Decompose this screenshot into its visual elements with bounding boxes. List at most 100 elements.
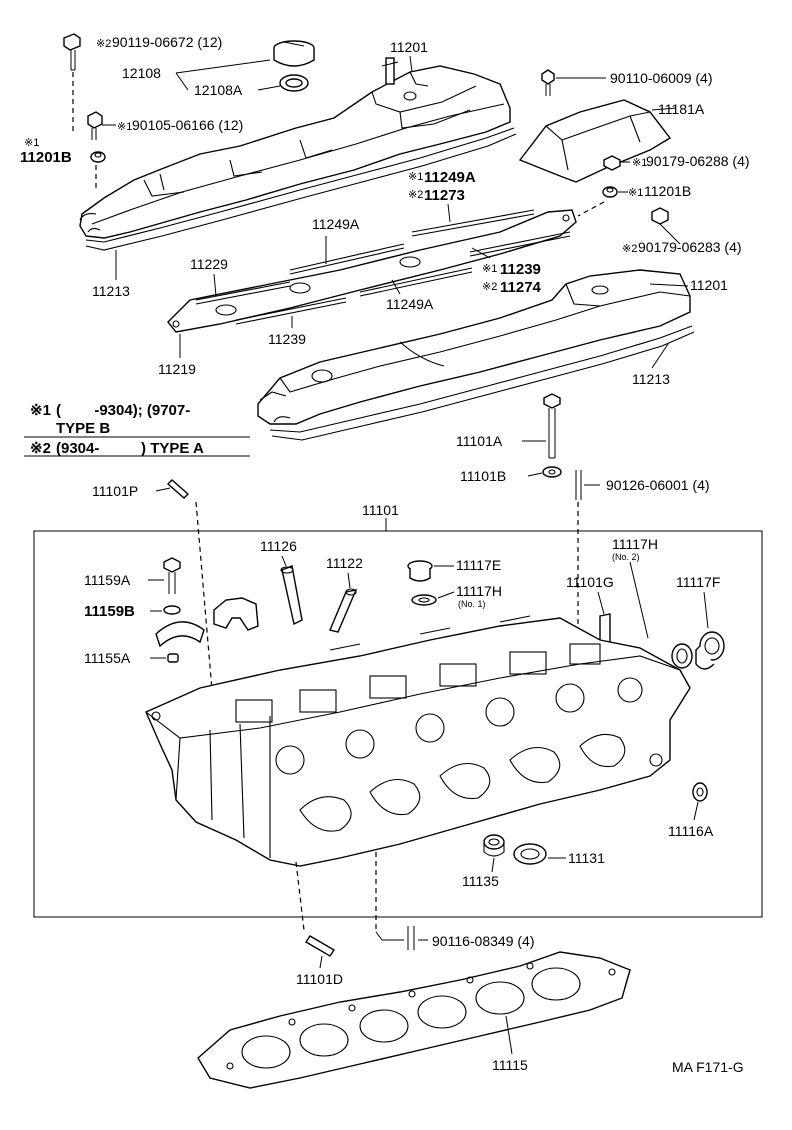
label-11117f[interactable]: 11117F xyxy=(676,574,720,590)
label-11274-mark: ※2 xyxy=(482,281,497,293)
label-90119-mark: ※2 xyxy=(96,38,111,50)
label-11201b-right[interactable]: 11201B xyxy=(644,183,691,199)
label-90116[interactable]: 90116-08349 (4) xyxy=(432,933,534,949)
label-11181a[interactable]: 11181A xyxy=(658,101,705,117)
valve-guide-11126[interactable] xyxy=(280,565,303,626)
bolt-90119[interactable] xyxy=(63,33,81,71)
grommet-11201b-right[interactable] xyxy=(602,186,618,198)
camshaft-bearing-cap-parts[interactable] xyxy=(155,597,259,648)
label-11159a[interactable]: 11159A xyxy=(84,572,131,588)
seal-strips-11249a[interactable] xyxy=(195,209,571,325)
stud-11101p[interactable] xyxy=(166,479,190,499)
label-11213-right[interactable]: 11213 xyxy=(632,371,670,387)
plug-11116a[interactable] xyxy=(692,782,708,802)
washer-11101b[interactable] xyxy=(542,466,562,478)
legend-note1-type: TYPE B xyxy=(56,420,110,437)
label-11126[interactable]: 11126 xyxy=(260,538,297,554)
cylinder-head-group-frame xyxy=(33,530,763,918)
head-cover-gasket-11213-right[interactable] xyxy=(269,325,695,441)
label-11219[interactable]: 11219 xyxy=(158,361,196,377)
ring-11135[interactable] xyxy=(483,834,505,857)
label-90119[interactable]: 90119-06672 (12) xyxy=(112,34,222,50)
label-11249a-bold[interactable]: 11249A xyxy=(424,169,476,186)
label-11201-right[interactable]: 11201 xyxy=(690,277,728,293)
legend-note1-text: ( -9304); (9707- xyxy=(56,402,228,419)
label-11239-bold[interactable]: 11239 xyxy=(500,261,541,278)
stud-90116[interactable] xyxy=(407,926,415,950)
label-11213-left[interactable]: 11213 xyxy=(92,283,130,299)
nut-90179-06288[interactable] xyxy=(603,155,621,171)
grommet-11201b-left[interactable] xyxy=(90,151,106,163)
label-11155a[interactable]: 11155A xyxy=(84,650,131,666)
stud-11101d[interactable] xyxy=(305,935,335,957)
diagram-code: MA F171-G xyxy=(672,1059,744,1075)
head-bolt-11101a[interactable] xyxy=(543,393,561,459)
label-90179-06283-mark: ※2 xyxy=(622,243,637,255)
label-90179-06283[interactable]: 90179-06283 (4) xyxy=(638,239,742,255)
label-11122[interactable]: 11122 xyxy=(326,555,363,571)
head-cover-11201-right[interactable] xyxy=(257,269,691,425)
legend-note1-mark: ※1 xyxy=(30,402,51,419)
gasket-11117h-no1[interactable] xyxy=(411,594,437,606)
label-11249a-1[interactable]: 11249A xyxy=(312,216,360,232)
oil-filler-cap-12108[interactable] xyxy=(273,40,315,67)
label-11201b[interactable]: 11201B xyxy=(20,149,72,166)
label-11116a[interactable]: 11116A xyxy=(668,823,714,839)
head-cover-11201-left[interactable] xyxy=(79,57,511,239)
gasket-11117h-no2[interactable] xyxy=(671,643,693,669)
label-11201-top[interactable]: 11201 xyxy=(390,39,428,55)
label-11101a[interactable]: 11101A xyxy=(456,433,503,449)
label-11117h-2[interactable]: 11117H xyxy=(612,536,658,552)
label-11117h-2-note: (No. 2) xyxy=(612,552,640,562)
plug-11117e[interactable] xyxy=(407,560,433,582)
cylinder-head-body[interactable] xyxy=(145,615,691,867)
label-11117h-1-note: (No. 1) xyxy=(458,599,486,609)
label-90126[interactable]: 90126-06001 (4) xyxy=(606,477,710,493)
label-11131[interactable]: 11131 xyxy=(568,850,605,866)
label-11101g[interactable]: 11101G xyxy=(566,574,614,590)
seal-11131[interactable] xyxy=(513,843,547,865)
label-90105-mark: ※1 xyxy=(117,121,132,133)
head-cover-gasket-11213-left[interactable] xyxy=(79,127,517,251)
legend-note2-text: (9304- ) TYPE A xyxy=(56,440,204,457)
label-11115[interactable]: 11115 xyxy=(492,1057,528,1073)
label-11249a-bold-mark: ※1 xyxy=(408,171,423,183)
label-90179-06288[interactable]: 90179-06288 (4) xyxy=(646,153,750,169)
label-11239-bold-mark: ※1 xyxy=(482,263,497,275)
pin-11155a[interactable] xyxy=(167,653,179,663)
label-11117h-1[interactable]: 11117H xyxy=(456,583,502,599)
legend: ※1 ( -9304); (9707- TYPE B ※2 (9304- ) T… xyxy=(24,402,250,457)
stud-90126[interactable] xyxy=(575,470,582,500)
valve-guide-11122[interactable] xyxy=(329,588,358,633)
label-11201b-mark: ※1 xyxy=(24,137,39,149)
label-11135[interactable]: 11135 xyxy=(462,873,499,889)
label-90179-06288-mark: ※1 xyxy=(632,157,647,169)
label-11201b-right-mark: ※1 xyxy=(628,187,643,199)
washer-11159b[interactable] xyxy=(163,605,181,615)
head-gasket-11115[interactable] xyxy=(197,951,631,1089)
label-11229[interactable]: 11229 xyxy=(190,256,228,272)
nut-90179-06283[interactable] xyxy=(651,207,669,225)
bolt-90105[interactable] xyxy=(87,111,103,140)
label-11101p[interactable]: 11101P xyxy=(92,483,138,499)
cap-gasket-12108a[interactable] xyxy=(279,74,309,92)
label-12108a[interactable]: 12108A xyxy=(194,82,243,98)
legend-note2-mark: ※2 xyxy=(30,440,51,457)
label-11117e[interactable]: 11117E xyxy=(456,557,501,573)
label-90105[interactable]: 90105-06166 (12) xyxy=(132,117,243,133)
bolt-11159a[interactable] xyxy=(163,557,181,594)
label-11159b[interactable]: 11159B xyxy=(84,603,135,620)
bolt-90110[interactable] xyxy=(541,69,555,96)
label-11101b[interactable]: 11101B xyxy=(460,468,506,484)
label-90110[interactable]: 90110-06009 (4) xyxy=(610,70,712,86)
label-11274[interactable]: 11274 xyxy=(500,279,542,296)
label-11239[interactable]: 11239 xyxy=(268,331,306,347)
label-11101d[interactable]: 11101D xyxy=(296,971,343,987)
label-11101[interactable]: 11101 xyxy=(362,502,399,518)
label-11273[interactable]: 11273 xyxy=(424,187,465,204)
plug-11117f[interactable] xyxy=(695,631,725,670)
label-12108[interactable]: 12108 xyxy=(122,65,161,81)
label-11249a-2[interactable]: 11249A xyxy=(386,296,434,312)
insulator-11181a[interactable] xyxy=(518,99,672,183)
